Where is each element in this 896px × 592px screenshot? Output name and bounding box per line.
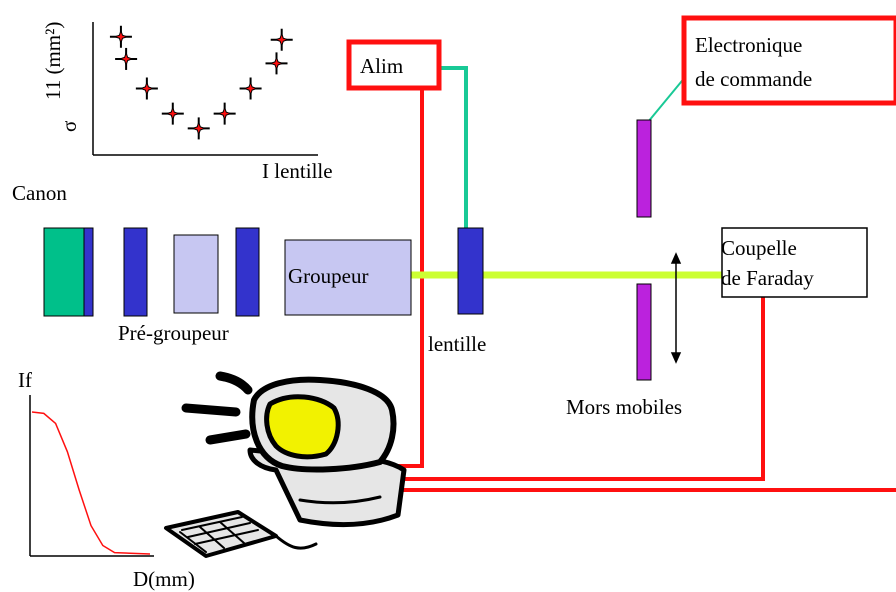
pre-groupeur (123, 227, 260, 317)
coupelle-label-line1: Coupelle (721, 236, 797, 260)
groupeur: Groupeur (284, 239, 412, 316)
computer-keyboard-keys (179, 516, 259, 553)
sigma-chart-points (109, 25, 293, 140)
upper-jaw (636, 119, 652, 218)
computer-keyboard-cable (274, 534, 318, 550)
computer-motion-mark-2 (181, 403, 241, 417)
lentille (457, 227, 484, 315)
faraday-to-computer-cable (382, 297, 765, 481)
sigma-point-1 (109, 25, 132, 48)
pre-groupeur-label: Pré-groupeur (118, 321, 229, 345)
electronique-label-line1: Electronique (695, 33, 802, 57)
sigma-point-8 (265, 52, 288, 75)
canon-label: Canon (12, 181, 67, 205)
if-chart-curve (31, 411, 151, 555)
mors-mobiles-label: Mors mobiles (566, 395, 682, 419)
sigma-point-6 (213, 102, 236, 125)
sigma-point-4 (161, 102, 184, 125)
electronique-jaw-link (647, 75, 687, 123)
sigma-chart-ylabel-line1: 11 (mm²) (41, 22, 65, 100)
computer-screen (264, 394, 341, 460)
coupelle-label-line2: de Faraday (721, 266, 814, 290)
alim-label: Alim (360, 54, 403, 78)
if-chart-xlabel: D(mm) (133, 567, 195, 591)
lower-jaw (636, 283, 652, 381)
faraday-cup: Coupelle de Faraday (721, 227, 868, 298)
if-chart-ylabel: If (18, 368, 32, 392)
sigma-point-5 (187, 117, 210, 140)
computer-icon (164, 371, 407, 558)
canon (43, 227, 94, 317)
sigma-point-3 (135, 77, 158, 100)
electronique-label-line2: de commande (695, 67, 812, 91)
sigma-chart-ylabel-line2: σ (57, 121, 81, 132)
computer-drive-slot (298, 495, 382, 505)
computer-motion-mark-3 (205, 429, 251, 445)
groupeur-label: Groupeur (288, 264, 368, 288)
alim-lentille-link (440, 66, 468, 228)
jaw-motion-arrow (670, 252, 682, 364)
alim-box: Alim (346, 39, 442, 91)
sigma-point-9 (270, 28, 293, 51)
sigma-point-7 (239, 77, 262, 100)
sigma-chart: 11 (mm²) σ I lentille (41, 22, 333, 183)
lentille-label: lentille (428, 332, 486, 356)
sigma-chart-xlabel: I lentille (262, 159, 333, 183)
if-chart: If D(mm) (18, 368, 195, 591)
sigma-point-2 (115, 47, 138, 70)
computer-motion-mark-1 (215, 371, 253, 395)
electronique-box: Electronique de commande (681, 15, 896, 106)
